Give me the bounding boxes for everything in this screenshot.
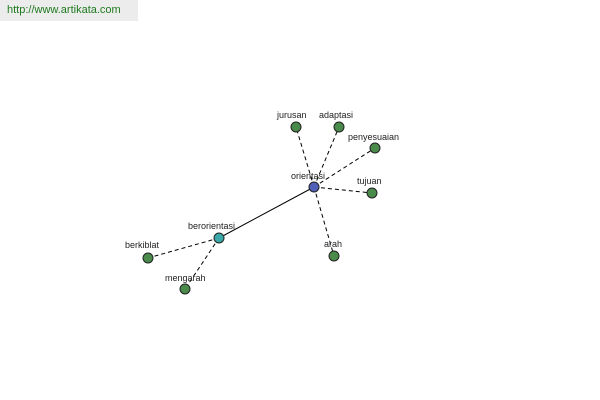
source-url-label[interactable]: http://www.artikata.com bbox=[0, 0, 138, 21]
node-label-berorientasi[interactable]: berorientasi bbox=[188, 221, 235, 231]
node-berorientasi[interactable] bbox=[213, 232, 225, 244]
node-label-adaptasi[interactable]: adaptasi bbox=[319, 110, 353, 120]
edge-berorientasi-mengarah bbox=[184, 237, 220, 290]
node-adaptasi[interactable] bbox=[333, 121, 345, 133]
node-label-orientasi[interactable]: orientasi bbox=[291, 171, 325, 181]
node-label-jurusan[interactable]: jurusan bbox=[276, 110, 307, 120]
edge-orientasi-arah bbox=[313, 186, 335, 257]
edge-orientasi-penyesuaian bbox=[313, 147, 376, 188]
node-tujuan[interactable] bbox=[366, 187, 378, 199]
edge-orientasi-jurusan bbox=[295, 126, 315, 188]
node-jurusan[interactable] bbox=[290, 121, 302, 133]
nodes-layer bbox=[142, 121, 381, 295]
labels-layer: orientasi berorientasi jurusan adaptasi peny… bbox=[125, 110, 399, 283]
node-label-mengarah[interactable]: mengarah bbox=[165, 273, 206, 283]
node-label-arah[interactable]: arah bbox=[324, 239, 342, 249]
node-arah[interactable] bbox=[328, 250, 340, 262]
node-label-penyesuaian[interactable]: penyesuaian bbox=[348, 132, 399, 142]
edge-berorientasi-berkiblat bbox=[147, 237, 220, 259]
node-orientasi[interactable] bbox=[308, 181, 320, 193]
node-label-berkiblat[interactable]: berkiblat bbox=[125, 240, 160, 250]
node-label-tujuan[interactable]: tujuan bbox=[357, 176, 382, 186]
edge-orientasi-tujuan bbox=[313, 186, 373, 194]
node-berkiblat[interactable] bbox=[142, 252, 154, 264]
node-penyesuaian[interactable] bbox=[369, 142, 381, 154]
edge-orientasi-adaptasi bbox=[313, 126, 340, 188]
edge-orientasi-berorientasi bbox=[218, 186, 315, 239]
edges-layer bbox=[147, 126, 376, 290]
node-mengarah[interactable] bbox=[179, 283, 191, 295]
